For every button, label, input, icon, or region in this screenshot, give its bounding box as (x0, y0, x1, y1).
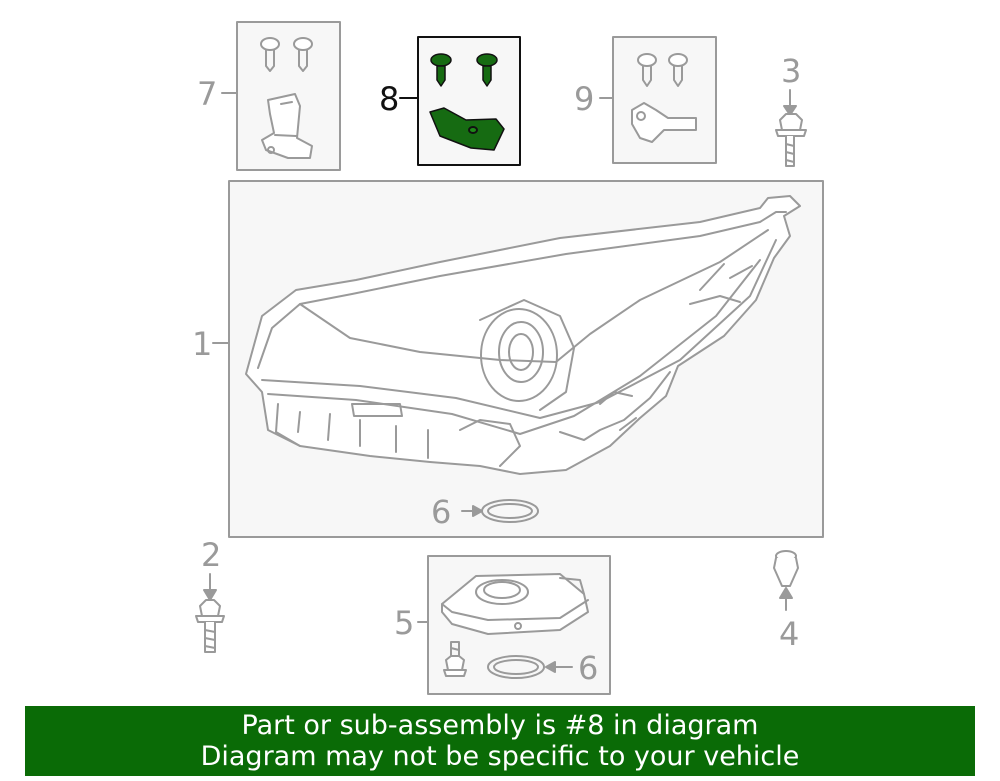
part-1-box[interactable] (228, 180, 824, 538)
part-7-box[interactable] (236, 21, 341, 171)
callout-4: 4 (779, 615, 799, 653)
callout-3: 3 (781, 52, 801, 90)
part-5-box[interactable] (427, 555, 611, 695)
screw-icon (293, 37, 313, 72)
banner-line-disclaimer: Diagram may not be specific to your vehi… (200, 741, 800, 772)
info-banner: Part or sub-assembly is #8 in diagram Di… (25, 706, 975, 776)
headlamp-assembly-icon (245, 195, 801, 475)
callout-1: 1 (192, 325, 212, 363)
bracket-icon (631, 102, 697, 143)
screw-icon (637, 53, 688, 87)
callout-5: 5 (394, 604, 414, 642)
screw-icon (260, 37, 280, 72)
bolt-icon (775, 89, 807, 167)
screw-icon (430, 53, 498, 87)
bracket-icon (261, 93, 313, 159)
clip-icon (773, 550, 799, 611)
callout-9: 9 (574, 80, 594, 118)
gasket-ring-icon (461, 499, 539, 523)
part-9-box[interactable] (612, 36, 717, 164)
callout-2: 2 (201, 536, 221, 574)
ballast-module-icon (441, 573, 589, 635)
callout-7: 7 (197, 75, 217, 113)
callout-6: 6 (578, 649, 598, 687)
part-8-box[interactable] (417, 36, 521, 166)
bracket-icon (429, 107, 505, 151)
callout-8: 8 (379, 80, 399, 118)
bolt-icon (443, 641, 467, 677)
bolt-icon (195, 573, 225, 653)
banner-line-part: Part or sub-assembly is #8 in diagram (241, 710, 759, 741)
gasket-ring-icon (487, 655, 573, 679)
callout-6: 6 (431, 493, 451, 531)
